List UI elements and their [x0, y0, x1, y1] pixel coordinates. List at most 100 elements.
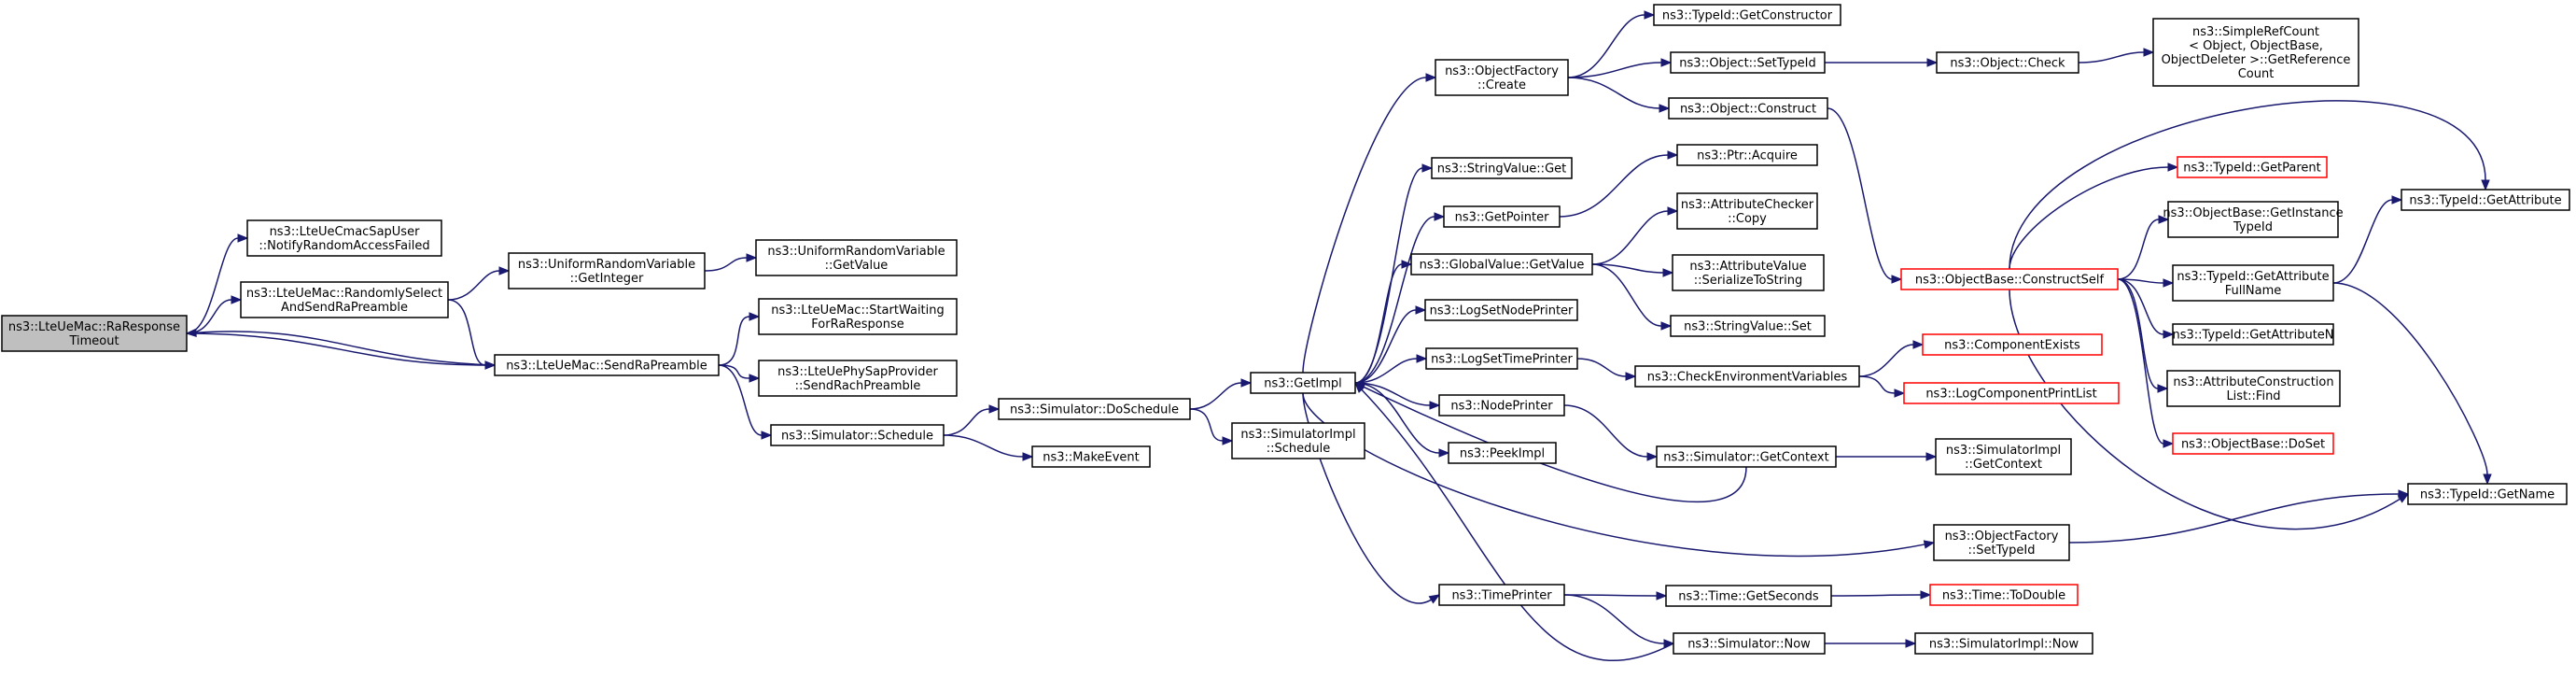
node-getparent[interactable]: ns3::TypeId::GetParent [2177, 156, 2328, 178]
arrowhead-icon [2167, 162, 2179, 172]
node-todouble[interactable]: ns3::Time::ToDouble [1929, 584, 2079, 606]
node-timeprinter[interactable]: ns3::TimePrinter [1438, 584, 1565, 606]
node-checkenv[interactable]: ns3::CheckEnvironmentVariables [1634, 365, 1860, 388]
node-label: ForRaResponse [811, 318, 903, 332]
edge-line [186, 332, 486, 366]
node-box [2172, 323, 2334, 346]
node-box [1922, 333, 2103, 356]
node-label: ns3::Simulator::Now [1687, 638, 1811, 652]
node-makeevent[interactable]: ns3::MakeEvent [1031, 445, 1151, 468]
edge-constructself-to-getattrfull [2117, 278, 2175, 288]
node-strvalget[interactable]: ns3::StringValue::Get [1431, 157, 1573, 179]
node-label: ns3::TypeId::GetAttributeN [2172, 329, 2333, 343]
node-logtime[interactable]: ns3::LogSetTimePrinter [1425, 347, 1578, 370]
node-logcomp[interactable]: ns3::LogComponentPrintList [1903, 382, 2120, 404]
node-randsel[interactable]: ns3::LteUeMac::RandomlySelectAndSendRaPr… [240, 281, 449, 318]
edge-sendra-to-raresp [185, 328, 496, 366]
edge-line [1354, 309, 1417, 384]
edge-line [195, 331, 496, 366]
node-doset[interactable]: ns3::ObjectBase::DoSet [2172, 432, 2334, 455]
edge-constructself-to-getparent [2009, 162, 2179, 270]
edge-line [943, 408, 990, 436]
node-getattrn[interactable]: ns3::TypeId::GetAttributeN [2172, 323, 2334, 346]
node-compexists[interactable]: ns3::ComponentExists [1922, 333, 2103, 356]
node-lognode[interactable]: ns3::LogSetNodePrinter [1424, 299, 1578, 321]
node-schedule[interactable]: ns3::Simulator::Schedule [770, 424, 945, 446]
edge-getattrfull-to-getname [2332, 282, 2492, 486]
node-box [755, 239, 958, 276]
arrowhead-icon [2481, 179, 2490, 191]
node-getattr[interactable]: ns3::TypeId::GetAttribute [2401, 189, 2570, 211]
node-label: ns3::ObjectFactory [1945, 530, 2059, 544]
edge-getint-to-getval [704, 253, 758, 272]
node-ofcreate[interactable]: ns3::ObjectFactory::Create [1435, 59, 1569, 96]
node-simimplsched[interactable]: ns3::SimulatorImpl::Schedule [1231, 422, 1365, 459]
node-dosched[interactable]: ns3::Simulator::DoSchedule [998, 398, 1191, 420]
node-construct[interactable]: ns3::Object::Construct [1668, 97, 1828, 120]
edge-gvget-to-svset [1591, 263, 1673, 331]
node-getname[interactable]: ns3::TypeId::GetName [2407, 483, 2568, 505]
edge-gvget-to-avser [1591, 263, 1674, 277]
node-svset[interactable]: ns3::StringValue::Set [1670, 315, 1826, 337]
node-getsec[interactable]: ns3::Time::GetSeconds [1665, 585, 1832, 607]
node-sendrach[interactable]: ns3::LteUePhySapProvider::SendRachPreamb… [758, 360, 958, 397]
edge-line [1567, 14, 1645, 78]
node-box [770, 424, 945, 446]
arrowhead-icon [1425, 73, 1437, 82]
node-label: ns3::StringValue::Get [1437, 162, 1566, 177]
node-ofsettype[interactable]: ns3::ObjectFactory::SetTypeId [1933, 524, 2070, 561]
node-avser[interactable]: ns3::AttributeValue::SerializeToString [1672, 254, 1825, 291]
node-sendra[interactable]: ns3::LteUeMac::SendRaPreamble [494, 354, 720, 376]
node-simctx[interactable]: ns3::Simulator::GetContext [1656, 445, 1837, 468]
node-objcheck[interactable]: ns3::Object::Check [1936, 51, 2079, 74]
call-graph-edges [185, 10, 2492, 662]
node-box [1410, 253, 1593, 275]
arrowhead-icon [1894, 388, 1906, 398]
node-box [1443, 205, 1561, 228]
node-getctor[interactable]: ns3::TypeId::GetConstructor [1653, 4, 1841, 26]
node-box [1031, 445, 1151, 468]
node-label: ns3::TypeId::GetAttribute [2177, 270, 2329, 284]
node-box [758, 360, 958, 397]
node-notify[interactable]: ns3::LteUeCmacSapUser::NotifyRandomAcces… [246, 219, 442, 257]
node-peekimpl[interactable]: ns3::PeekImpl [1448, 442, 1557, 464]
node-getptr[interactable]: ns3::GetPointer [1443, 205, 1561, 228]
node-implnow[interactable]: ns3::SimulatorImpl::Now [1914, 632, 2093, 655]
edge-constructself-to-acfind [2117, 278, 2169, 393]
node-getint[interactable]: ns3::UniformRandomVariable::GetInteger [508, 252, 706, 290]
node-ptracq[interactable]: ns3::Ptr::Acquire [1676, 144, 1818, 166]
node-box [1929, 584, 2079, 606]
node-gvget[interactable]: ns3::GlobalValue::GetValue [1410, 253, 1593, 275]
arrowhead-icon [746, 253, 758, 262]
node-nodeprinter[interactable]: ns3::NodePrinter [1438, 394, 1565, 417]
node-implctx[interactable]: ns3::SimulatorImpl::GetContext [1935, 438, 2072, 475]
node-box [1672, 254, 1825, 291]
node-refcount[interactable]: ns3::SimpleRefCount< Object, ObjectBase,… [2152, 18, 2359, 87]
node-acopy[interactable]: ns3::AttributeChecker::Copy [1676, 192, 1818, 230]
edge-schedule-to-makeevent [943, 434, 1034, 461]
node-getval[interactable]: ns3::UniformRandomVariable::GetValue [755, 239, 958, 276]
node-box [1936, 51, 2079, 74]
node-simnow[interactable]: ns3::Simulator::Now [1673, 632, 1826, 655]
node-box [1435, 59, 1569, 96]
node-label: ns3::ObjectBase::DoSet [2181, 438, 2325, 452]
node-box [508, 252, 706, 290]
edge-sendra-to-startwait [718, 312, 761, 366]
edge-line [718, 364, 763, 436]
arrowhead-icon [2157, 384, 2169, 393]
node-box [2172, 432, 2334, 455]
node-box [1933, 524, 2070, 561]
node-getimpl[interactable]: ns3::GetImpl [1250, 372, 1356, 394]
node-constructself[interactable]: ns3::ObjectBase::ConstructSelf [1900, 268, 2119, 290]
node-label: ::Copy [1728, 212, 1767, 226]
node-settypeid[interactable]: ns3::Object::SetTypeId [1670, 51, 1826, 74]
arrowhead-icon [1912, 340, 1925, 349]
edge-checkenv-to-compexists [1858, 340, 1925, 377]
edge-getimpl-to-ofsettype [1302, 392, 1936, 558]
node-label: ::SerializeToString [1694, 274, 1802, 288]
